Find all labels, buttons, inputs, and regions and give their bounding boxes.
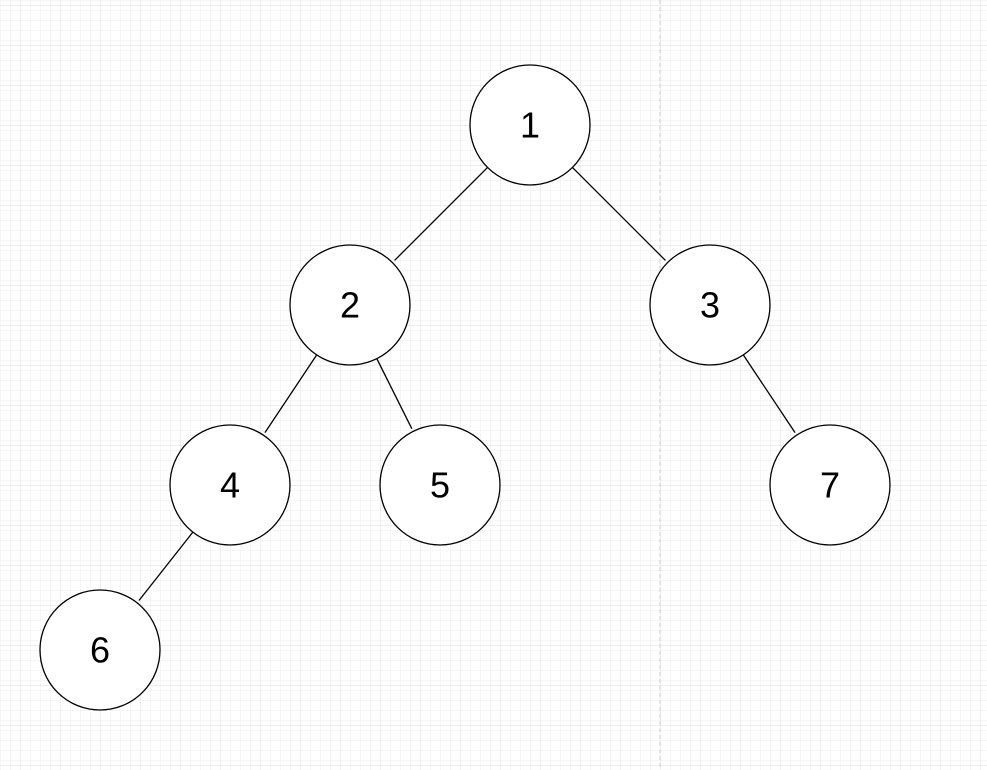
node-circle[interactable] [289,244,411,366]
tree-node-3[interactable]: 3 [649,244,771,366]
edge-n1-n3[interactable] [571,166,666,261]
edge-n1-n2[interactable] [394,166,489,261]
node-circle[interactable] [469,64,591,186]
tree-node-6[interactable]: 6 [39,589,161,711]
tree-node-1[interactable]: 1 [469,64,591,186]
node-label: 4 [220,465,240,506]
tree-node-2[interactable]: 2 [289,244,411,366]
node-label: 3 [700,285,720,326]
edge-n2-n5[interactable] [376,358,413,429]
node-circle[interactable] [39,589,161,711]
node-circle[interactable] [769,424,891,546]
node-circle[interactable] [379,424,501,546]
tree-node-4[interactable]: 4 [169,424,291,546]
node-circle[interactable] [649,244,771,366]
node-label: 2 [340,285,360,326]
node-label: 5 [430,465,450,506]
node-label: 6 [90,630,110,671]
edge-n4-n6[interactable] [138,531,194,601]
nodes-layer: 1 2 3 4 5 6 7 [39,64,891,711]
edge-n2-n4[interactable] [264,354,318,433]
node-circle[interactable] [169,424,291,546]
node-label: 7 [820,465,840,506]
tree-node-7[interactable]: 7 [769,424,891,546]
tree-node-5[interactable]: 5 [379,424,501,546]
node-label: 1 [520,105,540,146]
edges-layer [138,166,796,601]
edge-n3-n7[interactable] [742,354,796,433]
